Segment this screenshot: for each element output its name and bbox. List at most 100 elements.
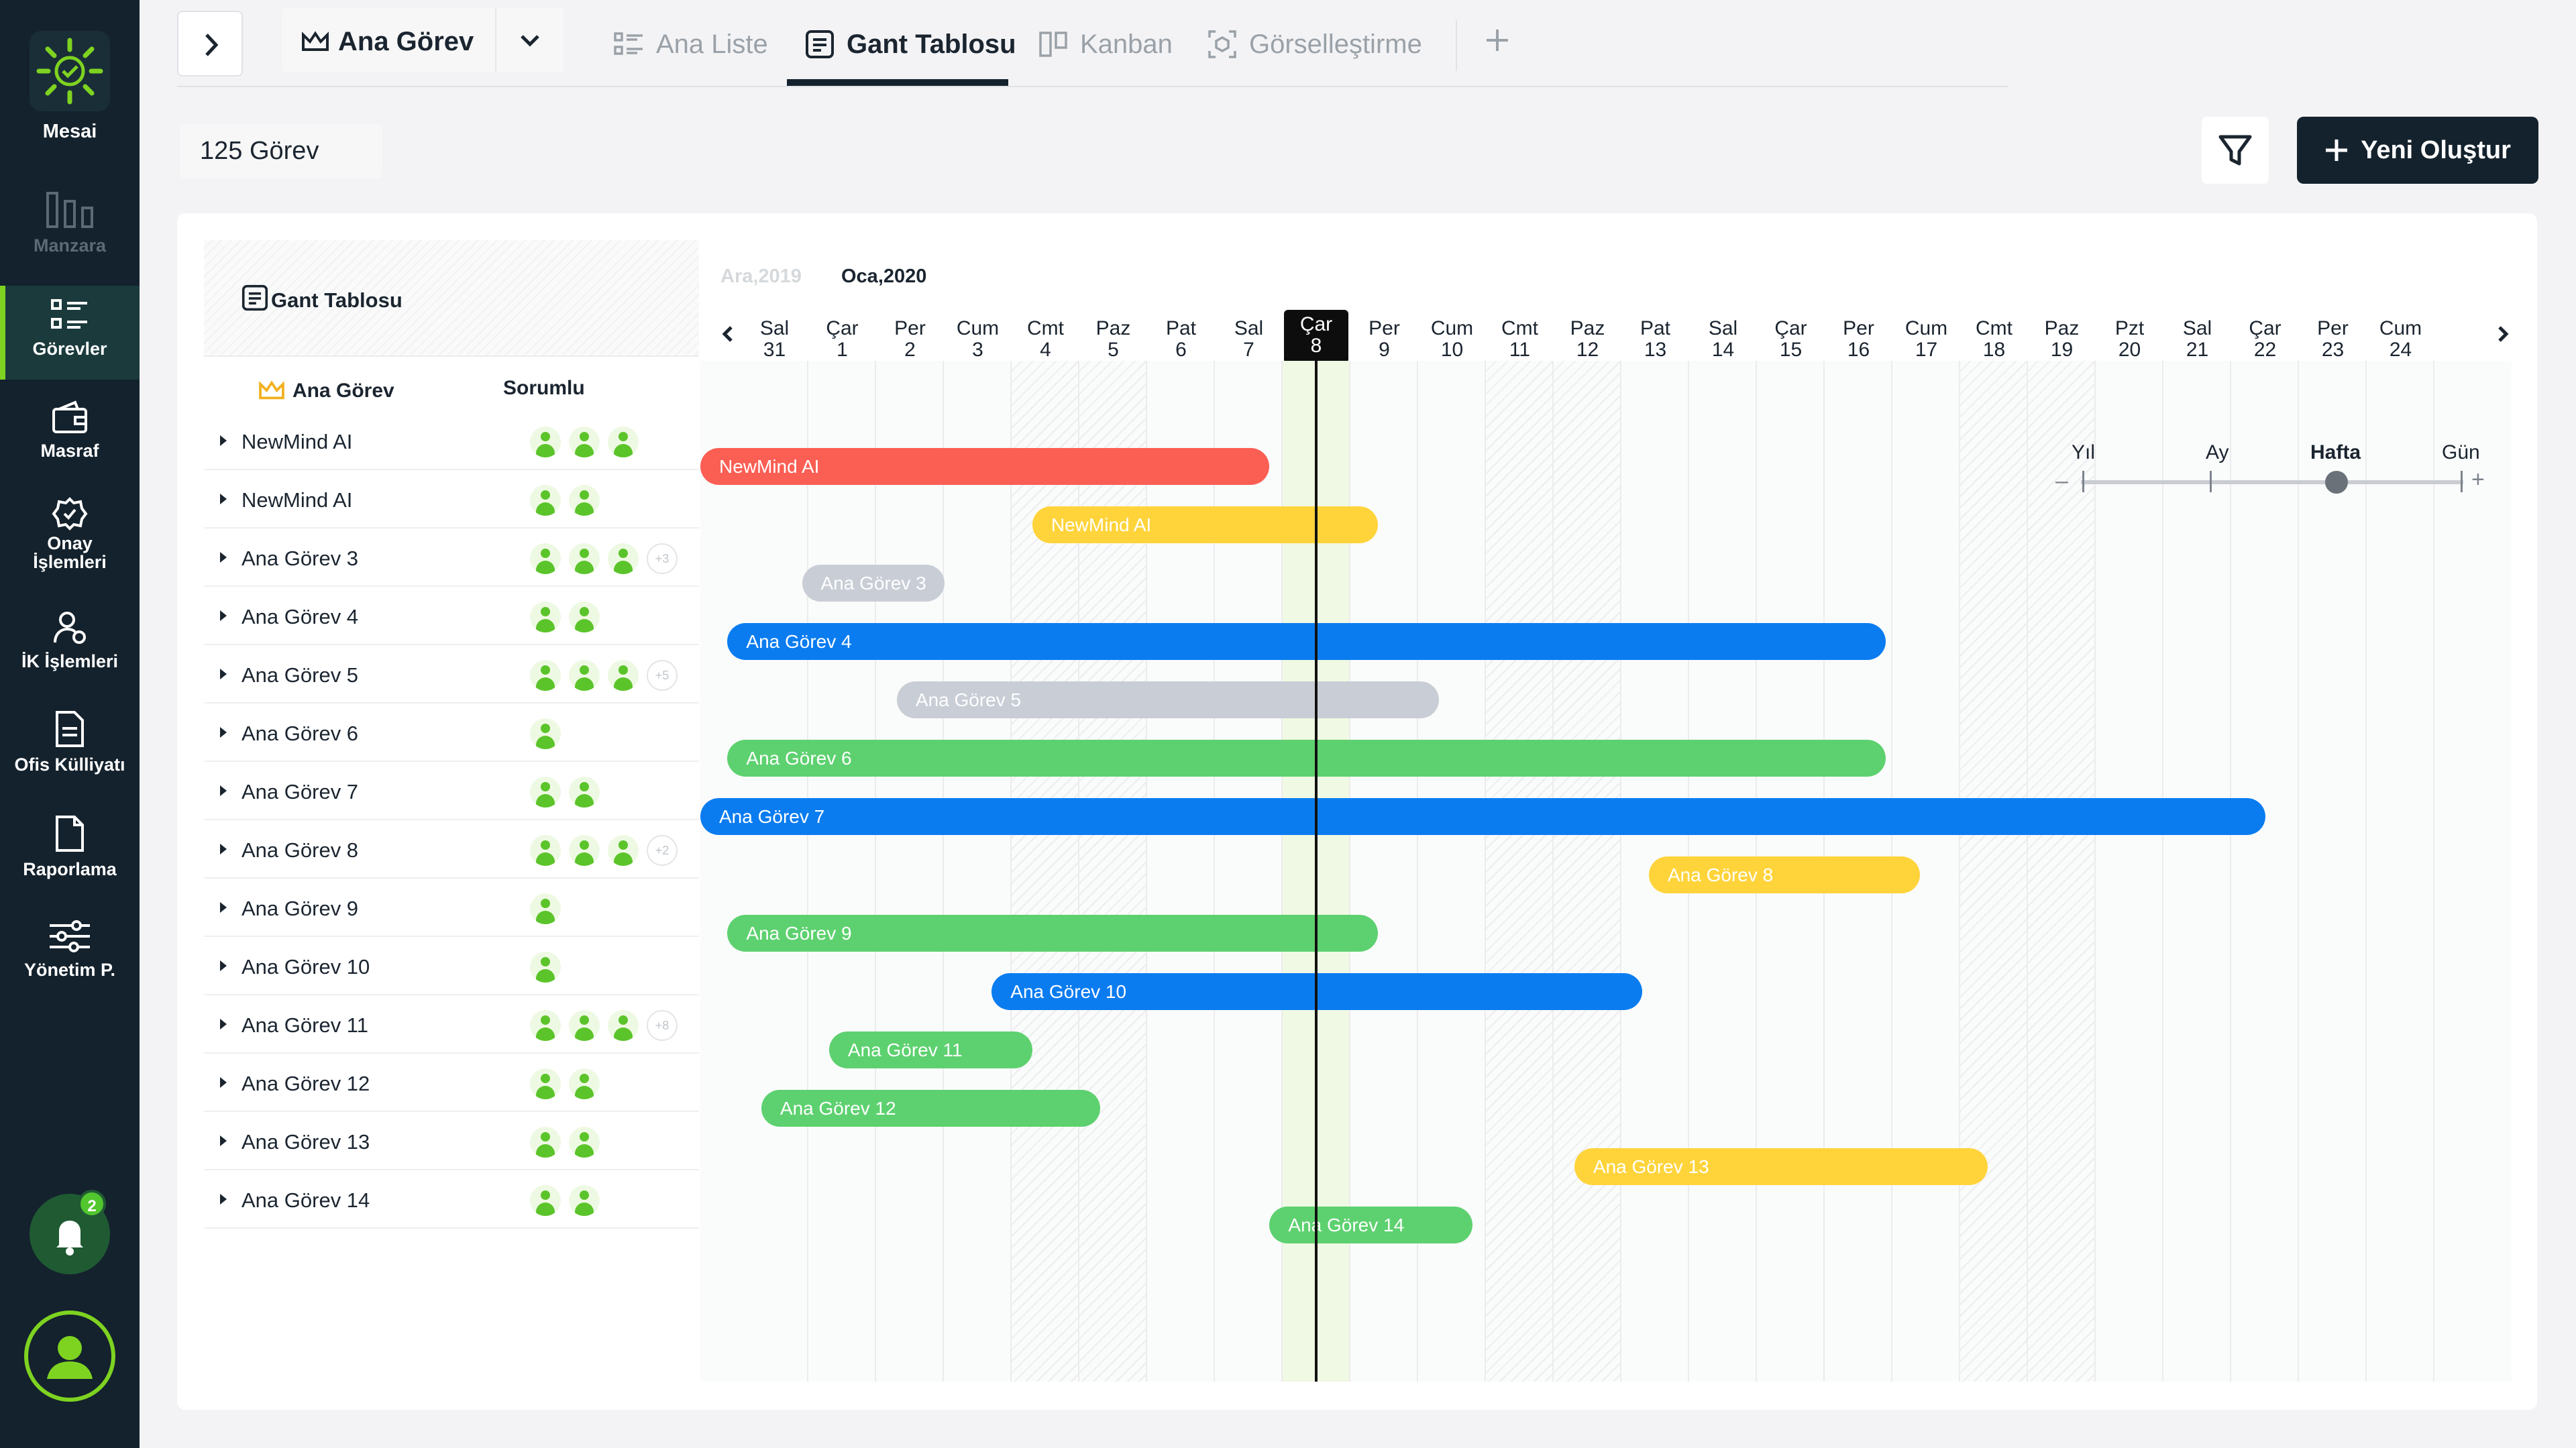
assignee-group[interactable]: +3 [530, 543, 678, 574]
assignee-avatar-icon[interactable] [569, 1185, 600, 1216]
assignee-avatar-icon[interactable] [530, 543, 561, 574]
assignee-avatar-icon[interactable] [569, 777, 600, 807]
tab-gant-tablosu[interactable]: Gant Tablosu [805, 27, 1016, 62]
zoom-label-month[interactable]: Ay [2206, 441, 2229, 463]
gantt-bar[interactable]: Ana Görev 5 [896, 681, 1439, 718]
sidebar-item-ik[interactable]: İK İşlemleri [0, 610, 140, 704]
task-row[interactable]: Ana Görev 14 [204, 1170, 699, 1229]
sidebar-item-raporlama[interactable]: Raporlama [0, 814, 140, 908]
chevron-right-icon[interactable] [2493, 321, 2513, 347]
assignee-avatar-icon[interactable] [569, 1068, 600, 1099]
task-row[interactable]: Ana Görev 7 [204, 762, 699, 820]
assignee-avatar-icon[interactable] [569, 485, 600, 516]
filter-button[interactable] [2202, 117, 2269, 184]
task-row[interactable]: Ana Görev 5+5 [204, 645, 699, 704]
gantt-bar[interactable]: Ana Görev 6 [727, 740, 1886, 777]
gantt-bar[interactable]: Ana Görev 4 [727, 623, 1886, 660]
zoom-track[interactable] [2081, 480, 2463, 484]
assignee-group[interactable] [530, 485, 608, 516]
zoom-label-week[interactable]: Hafta [2310, 441, 2361, 463]
brand-logo-icon[interactable] [30, 31, 110, 111]
assignee-avatar-icon[interactable] [530, 952, 561, 983]
column-header-task[interactable]: Ana Görev [258, 380, 394, 402]
task-row[interactable]: Ana Görev 10 [204, 937, 699, 995]
assignee-avatar-icon[interactable] [608, 660, 639, 691]
sidebar-item-yonetim[interactable]: Yönetim P. [0, 919, 140, 1013]
assignee-group[interactable]: +2 [530, 835, 678, 866]
assignee-avatar-icon[interactable] [569, 1127, 600, 1158]
tab-kanban[interactable]: Kanban [1038, 27, 1173, 62]
zoom-label-year[interactable]: Yıl [2072, 441, 2096, 463]
assignee-avatar-icon[interactable] [569, 1010, 600, 1041]
sidebar-item-gorevler[interactable]: Görevler [0, 286, 140, 380]
gantt-bar[interactable]: Ana Görev 8 [1649, 856, 1920, 893]
task-row[interactable]: Ana Görev 4 [204, 587, 699, 645]
expand-caret-icon[interactable] [220, 610, 227, 621]
zoom-slider[interactable]: Yıl Ay Hafta Gün – + [2055, 441, 2498, 508]
assignee-avatar-icon[interactable] [608, 1010, 639, 1041]
more-assignees-badge[interactable]: +8 [647, 1010, 678, 1041]
assignee-avatar-icon[interactable] [530, 1127, 561, 1158]
more-assignees-badge[interactable]: +2 [647, 835, 678, 866]
assignee-avatar-icon[interactable] [569, 427, 600, 457]
gantt-bar[interactable]: Ana Görev 9 [727, 915, 1378, 952]
task-row[interactable]: Ana Görev 3+3 [204, 528, 699, 587]
expand-caret-icon[interactable] [220, 1194, 227, 1205]
expand-caret-icon[interactable] [220, 552, 227, 563]
chevron-left-icon[interactable] [718, 321, 738, 347]
sidebar-item-onay[interactable]: Onay İşlemleri [0, 496, 140, 590]
tab-gorsellestirme[interactable]: Görselleştirme [1208, 27, 1422, 62]
expand-caret-icon[interactable] [220, 494, 227, 504]
gantt-bar[interactable]: Ana Görev 14 [1269, 1207, 1473, 1243]
gantt-bar[interactable]: Ana Görev 13 [1574, 1148, 1988, 1185]
assignee-avatar-icon[interactable] [608, 543, 639, 574]
assignee-group[interactable] [530, 602, 608, 632]
assignee-group[interactable] [530, 1185, 608, 1216]
zoom-label-day[interactable]: Gün [2442, 441, 2480, 463]
expand-caret-icon[interactable] [220, 435, 227, 446]
assignee-avatar-icon[interactable] [530, 485, 561, 516]
task-row[interactable]: Ana Görev 6 [204, 704, 699, 762]
gantt-bar[interactable]: Ana Görev 12 [761, 1090, 1100, 1127]
gantt-bar[interactable]: NewMind AI [1032, 506, 1378, 543]
assignee-group[interactable] [530, 893, 569, 924]
task-row[interactable]: Ana Görev 8+2 [204, 820, 699, 879]
expand-caret-icon[interactable] [220, 844, 227, 854]
tab-ana-liste[interactable]: Ana Liste [613, 27, 768, 62]
expand-caret-icon[interactable] [220, 960, 227, 971]
expand-caret-icon[interactable] [220, 785, 227, 796]
gantt-bar[interactable]: Ana Görev 11 [828, 1032, 1032, 1068]
assignee-group[interactable]: +5 [530, 660, 678, 691]
task-row[interactable]: Ana Görev 12 [204, 1054, 699, 1112]
assignee-avatar-icon[interactable] [569, 835, 600, 866]
sidebar-toggle-button[interactable] [177, 11, 243, 76]
assignee-avatar-icon[interactable] [530, 718, 561, 749]
assignee-avatar-icon[interactable] [530, 835, 561, 866]
zoom-in-button[interactable]: + [2471, 467, 2485, 492]
user-avatar[interactable] [24, 1311, 115, 1402]
more-assignees-badge[interactable]: +5 [647, 660, 678, 691]
zoom-knob[interactable] [2325, 471, 2348, 494]
assignee-group[interactable] [530, 1068, 608, 1099]
gantt-bar[interactable]: NewMind AI [700, 448, 1270, 485]
expand-caret-icon[interactable] [220, 669, 227, 679]
assignee-avatar-icon[interactable] [530, 660, 561, 691]
gantt-bar[interactable]: Ana Görev 7 [700, 798, 2266, 835]
task-row[interactable]: NewMind AI [204, 412, 699, 470]
assignee-avatar-icon[interactable] [569, 660, 600, 691]
zoom-out-button[interactable]: – [2055, 468, 2068, 494]
